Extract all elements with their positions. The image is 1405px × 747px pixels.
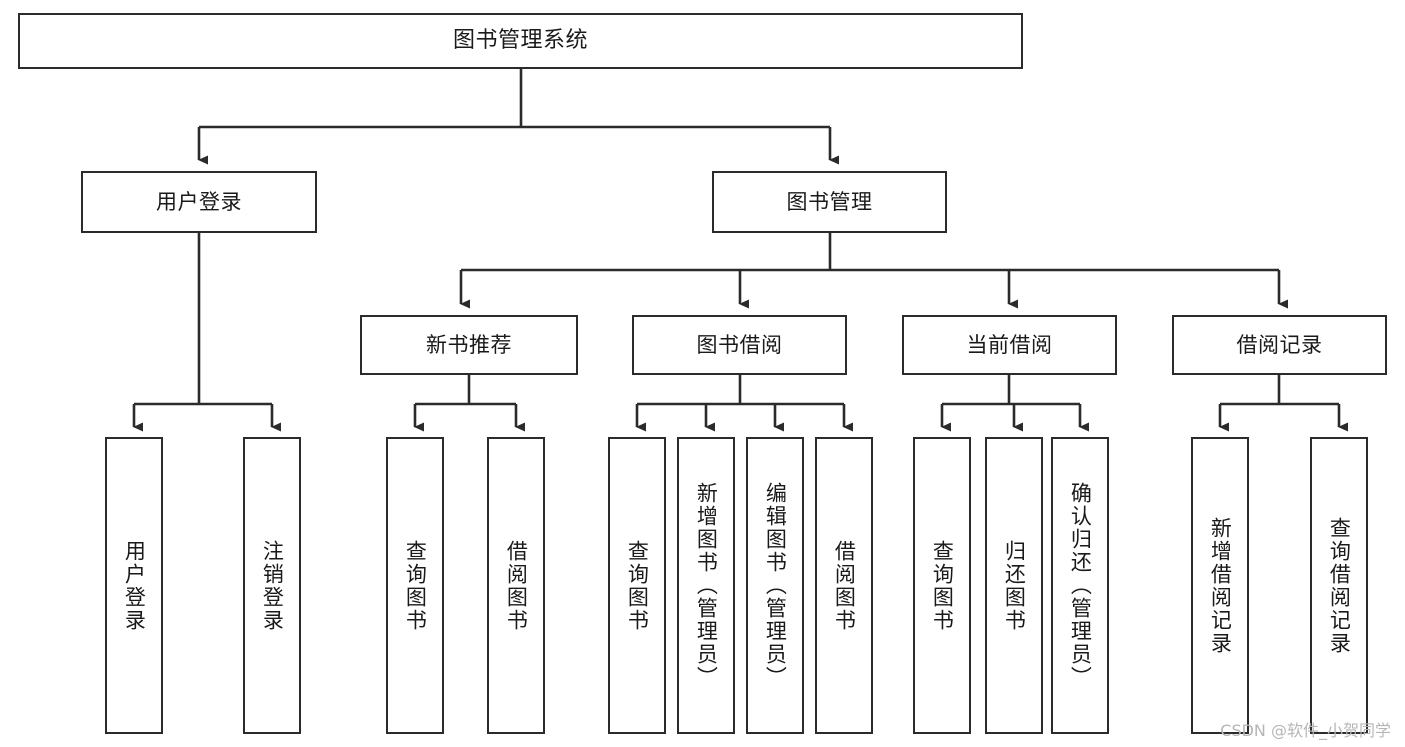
node-root[interactable]: 图书管理系统 — [18, 13, 1023, 69]
node-leaf-borrow-book-rec-label: 借阅图书 — [504, 539, 529, 632]
node-book-manage-label: 图书管理 — [786, 189, 873, 214]
node-user-login[interactable]: 用户登录 — [81, 171, 317, 233]
node-leaf-add-borrow-record-label: 新增借阅记录 — [1208, 516, 1233, 655]
node-leaf-edit-book-admin[interactable]: 编辑图书（管理员） — [746, 437, 804, 734]
node-leaf-query-borrow-record[interactable]: 查询借阅记录 — [1310, 437, 1368, 734]
node-borrow-record-label: 借阅记录 — [1236, 332, 1323, 357]
node-leaf-logout[interactable]: 注销登录 — [243, 437, 301, 734]
edges-userlogin-to-leaves — [132, 233, 281, 432]
node-leaf-return-book[interactable]: 归还图书 — [985, 437, 1043, 734]
node-root-label: 图书管理系统 — [452, 28, 588, 54]
node-leaf-confirm-return-admin-label: 确认归还（管理员） — [1068, 482, 1093, 689]
node-borrow-record[interactable]: 借阅记录 — [1172, 315, 1387, 375]
node-book-manage[interactable]: 图书管理 — [712, 171, 947, 233]
node-leaf-query-book-current-label: 查询图书 — [930, 539, 955, 632]
node-new-book-recommend-label: 新书推荐 — [426, 332, 512, 357]
node-leaf-add-book-admin[interactable]: 新增图书（管理员） — [677, 437, 735, 734]
edges-currentborrow-to-leaves — [940, 375, 1089, 432]
node-leaf-edit-book-admin-label: 编辑图书（管理员） — [763, 482, 788, 689]
node-leaf-add-borrow-record[interactable]: 新增借阅记录 — [1191, 437, 1249, 734]
node-leaf-add-book-admin-label: 新增图书（管理员） — [694, 482, 719, 689]
node-leaf-query-book-rec-label: 查询图书 — [403, 539, 428, 632]
node-leaf-query-book-current[interactable]: 查询图书 — [913, 437, 971, 734]
node-leaf-query-book-borrow-label: 查询图书 — [625, 539, 650, 632]
node-leaf-query-book-borrow[interactable]: 查询图书 — [608, 437, 666, 734]
edges-newbook-to-leaves — [413, 375, 525, 432]
node-leaf-return-book-label: 归还图书 — [1002, 539, 1027, 632]
node-book-borrow-label: 图书借阅 — [696, 332, 783, 357]
node-leaf-borrow-book[interactable]: 借阅图书 — [815, 437, 873, 734]
node-leaf-borrow-book-rec[interactable]: 借阅图书 — [487, 437, 545, 734]
node-leaf-user-login[interactable]: 用户登录 — [105, 437, 163, 734]
node-user-login-label: 用户登录 — [156, 189, 242, 214]
node-leaf-logout-label: 注销登录 — [260, 539, 285, 632]
edges-borrowrecord-to-leaves — [1218, 375, 1348, 432]
edges-root-to-level2 — [197, 69, 839, 165]
node-new-book-recommend[interactable]: 新书推荐 — [360, 315, 578, 375]
node-book-borrow[interactable]: 图书借阅 — [632, 315, 847, 375]
node-current-borrow[interactable]: 当前借阅 — [902, 315, 1117, 375]
node-current-borrow-label: 当前借阅 — [966, 332, 1053, 357]
node-leaf-confirm-return-admin[interactable]: 确认归还（管理员） — [1051, 437, 1109, 734]
node-leaf-borrow-book-label: 借阅图书 — [832, 539, 857, 632]
node-leaf-query-borrow-record-label: 查询借阅记录 — [1327, 516, 1352, 655]
edges-bookmanage-to-level3 — [459, 233, 1288, 309]
edges-bookborrow-to-leaves — [635, 375, 853, 432]
node-leaf-user-login-label: 用户登录 — [122, 539, 147, 632]
node-leaf-query-book-rec[interactable]: 查询图书 — [386, 437, 444, 734]
csdn-watermark: CSDN @软件_小贺同学 — [1220, 721, 1391, 740]
